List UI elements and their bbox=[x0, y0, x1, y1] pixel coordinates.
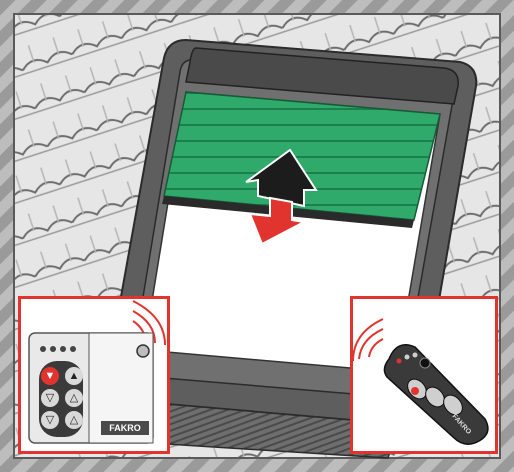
wall-switch-panel: ▼ ▲ ▽ △ ▽ △ FAKRO bbox=[18, 296, 170, 454]
switch-button-up-2[interactable]: △ bbox=[65, 389, 83, 407]
switch-knob bbox=[137, 345, 149, 357]
switch-button-down-3[interactable]: ▽ bbox=[41, 411, 59, 429]
switch-button-down[interactable]: ▼ bbox=[41, 367, 59, 385]
wall-switch-brand: FAKRO bbox=[101, 421, 149, 435]
switch-button-up[interactable]: ▲ bbox=[65, 367, 83, 385]
remote-control-panel: FAKRO bbox=[350, 296, 498, 454]
wall-switch-buttons: ▼ ▲ ▽ △ ▽ △ bbox=[41, 367, 83, 429]
switch-button-up-3[interactable]: △ bbox=[65, 411, 83, 429]
signal-waves-icon bbox=[353, 319, 383, 361]
switch-button-down-2[interactable]: ▽ bbox=[41, 389, 59, 407]
